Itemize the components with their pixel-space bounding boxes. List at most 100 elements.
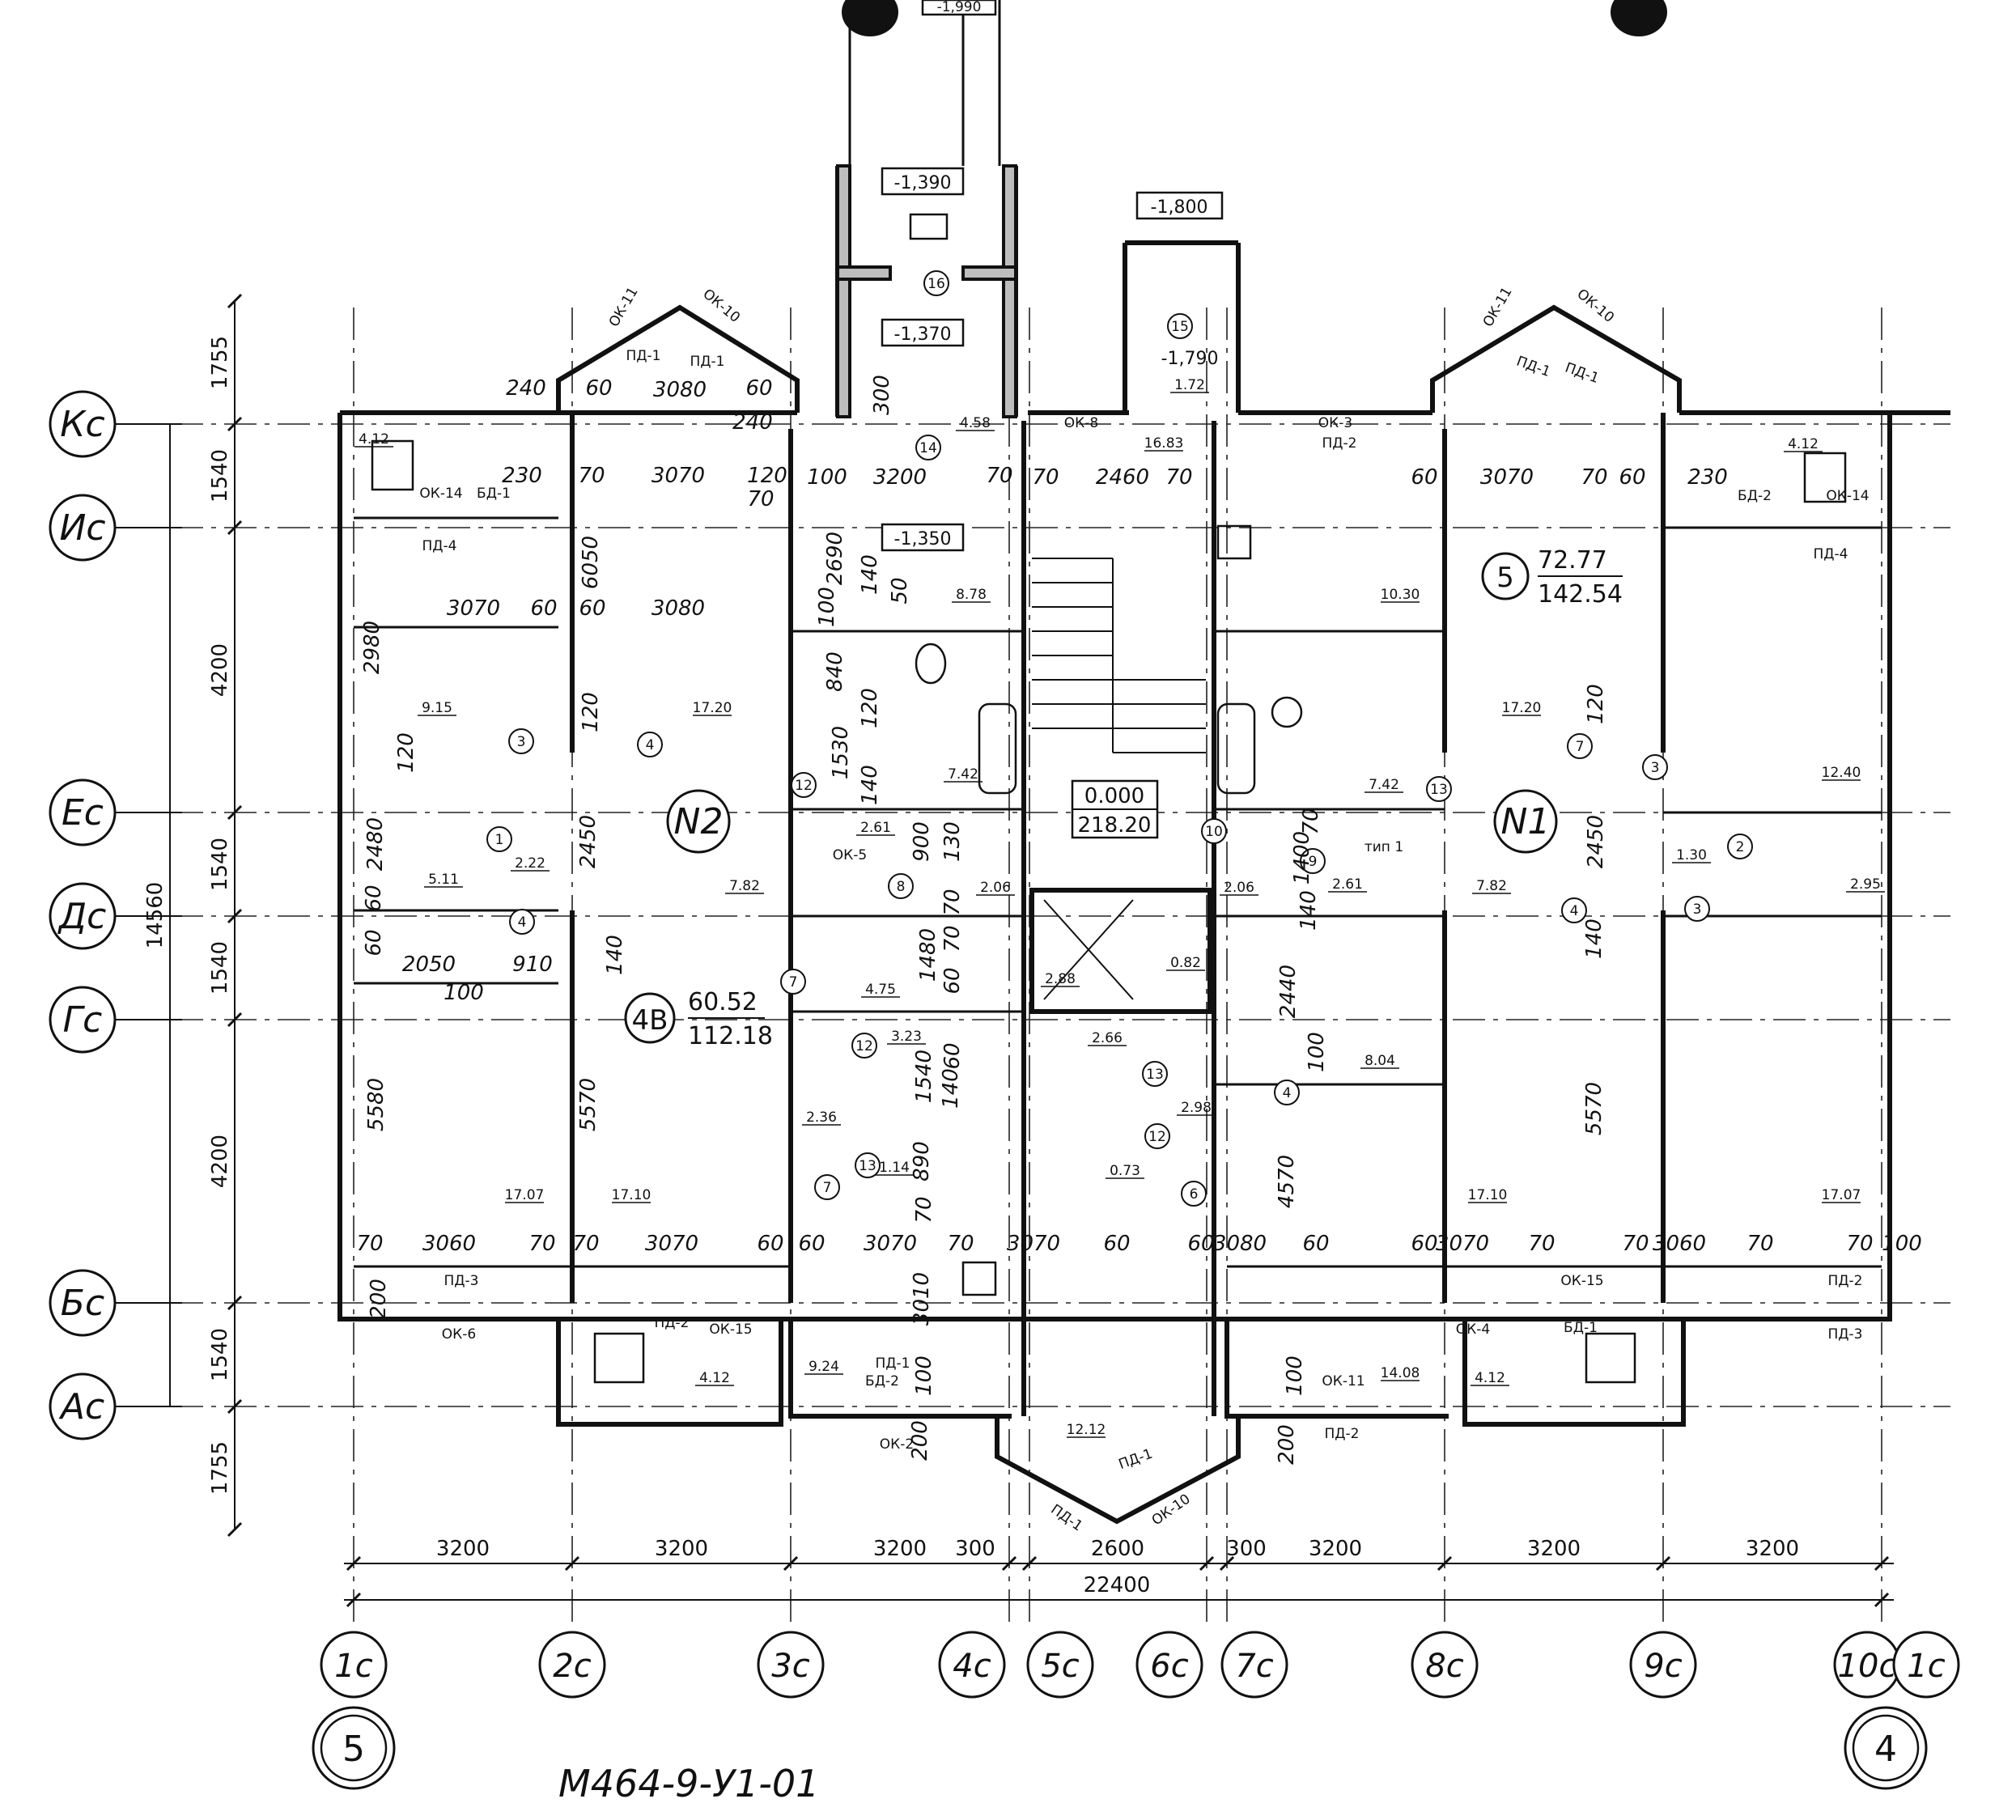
room-marker-circle	[1201, 818, 1227, 844]
interior-dim-value: 60	[362, 929, 386, 956]
interior-dim-value: 1530	[829, 726, 853, 779]
dim-tick	[564, 1555, 580, 1572]
interior-dim-value: 3080	[653, 378, 707, 402]
element-mark-label: ПД-3	[444, 1273, 478, 1289]
interior-dim-value: 2450	[576, 815, 601, 868]
dim-tick	[1199, 1555, 1215, 1572]
room-area-label: 7.42	[1369, 777, 1399, 793]
interior-dim-value: 3070	[864, 1232, 917, 1256]
room-marker-number: 9	[1309, 854, 1318, 870]
stove-left	[961, 1261, 997, 1296]
element-mark-label: ОК-15	[709, 1322, 752, 1338]
room-area-label: 2.36	[806, 1109, 837, 1126]
bay-top-left	[556, 304, 800, 413]
room-marker-circle	[923, 270, 949, 296]
axis-label-v: 3с	[771, 1648, 809, 1685]
element-mark-label: БД-2	[1738, 488, 1772, 504]
left-ticks	[227, 293, 243, 1538]
room-marker-circle	[814, 1174, 840, 1200]
interior-dim-value: 120	[747, 464, 787, 488]
interior-dim-value: 3010	[910, 1272, 934, 1326]
apartment-5-living: 72.77	[1538, 546, 1607, 575]
interior-dim-value: 3070	[447, 596, 500, 621]
interior-dim-value: 240	[732, 410, 773, 435]
room-area-label: 8.78	[956, 587, 987, 603]
room-marker-circle	[486, 826, 512, 852]
room-area-label: 1.30	[1676, 847, 1707, 863]
toilet-left	[915, 643, 947, 685]
bay-bottom	[995, 1416, 1241, 1525]
room-marker-number: 15	[1171, 319, 1189, 335]
room-marker-number: 2	[1736, 839, 1745, 855]
axis-label-v: 7с	[1235, 1648, 1273, 1685]
room-area-label: 10.30	[1381, 587, 1420, 603]
interior-dim-value: 60	[940, 967, 965, 994]
element-mark-label: ОК-10	[1149, 1491, 1194, 1529]
interior-dim-value: 5580	[364, 1078, 388, 1131]
room-marker-circle	[1300, 848, 1326, 874]
bottom-dim-value: 3200	[1309, 1537, 1362, 1561]
room-marker-circle	[1727, 834, 1753, 859]
level-north-exit: -1,800	[1151, 197, 1208, 218]
interior-dim-value: 60	[745, 376, 772, 401]
element-mark-label: ОК-14	[419, 486, 462, 502]
interior-dim-value: 100	[815, 587, 839, 627]
dim-tick	[227, 1012, 243, 1028]
left-dim-value: 1755	[208, 336, 232, 389]
interior-walls-core-left	[791, 630, 1024, 1013]
room-marker-number: 7	[1576, 739, 1585, 755]
left-dim-value: 4200	[208, 1135, 232, 1188]
interior-dim-value: 1400	[1290, 831, 1314, 885]
interior-dim-value: 240	[506, 376, 546, 401]
dim-tick	[227, 520, 243, 536]
interior-dim-value: 140	[858, 554, 882, 595]
interior-dim-value: 70	[986, 464, 1012, 488]
interior-dim-value: 4570	[1275, 1155, 1299, 1208]
room-area-label: 16.83	[1144, 435, 1184, 452]
element-mark-label: ПД-3	[1827, 1326, 1862, 1343]
north-stair-walls	[1123, 240, 1241, 413]
interior-dim-value: 100	[807, 465, 847, 490]
axis-label-h: Кс	[60, 404, 104, 445]
bottom-dim-value: 300	[1226, 1537, 1267, 1561]
element-mark-label: ПД-2	[654, 1315, 689, 1331]
room-area-label: 17.10	[1468, 1187, 1508, 1203]
dim-tick	[227, 1521, 243, 1538]
axis-label-v: 9с	[1644, 1648, 1682, 1685]
room-marker-number: 4	[1570, 903, 1579, 919]
lift-shaft	[1029, 888, 1212, 1014]
interior-walls-core-right	[1214, 630, 1445, 1086]
element-mark-label: ОК-3	[1318, 415, 1352, 431]
vent-box-3	[593, 1332, 645, 1384]
dim-tick	[1021, 1555, 1038, 1572]
room-area-label: 5.11	[428, 872, 459, 888]
interior-dim-value: 70	[1846, 1232, 1873, 1256]
dim-tick	[346, 1555, 362, 1572]
room-marker-number: 12	[855, 1038, 873, 1054]
room-marker-number: 4	[646, 737, 655, 753]
room-area-label: 2.61	[1332, 876, 1363, 893]
interior-dim-value: 2450	[1584, 815, 1608, 868]
interior-dim-value: 3070	[1480, 465, 1534, 490]
room-marker-circle	[1567, 733, 1593, 759]
room-area-label: 0.73	[1110, 1163, 1140, 1179]
lift-cross	[1043, 899, 1134, 1000]
room-marker-number: 8	[897, 879, 906, 895]
room-area-label: 4.75	[865, 982, 896, 998]
interior-dim-value: 890	[910, 1141, 934, 1182]
interior-dim-value: 2980	[360, 621, 384, 674]
interior-dim-value: 60	[1411, 465, 1437, 490]
room-marker-number: 13	[1430, 782, 1448, 798]
bottom-dim-value: 3200	[1527, 1537, 1581, 1561]
section-number-right: 4	[1874, 1729, 1897, 1770]
scan-blob-left	[842, 0, 898, 36]
room-marker-number: 14	[919, 440, 937, 456]
axis-bubble-v	[1026, 1631, 1094, 1699]
interior-dim-value: 70	[1528, 1232, 1555, 1256]
interior-dim-value: 200	[908, 1420, 932, 1461]
level-marks: -1,990 -1,390 -1,370 -1,350 -1,800 -1,79…	[881, 0, 1224, 839]
room-marker-circle	[1561, 897, 1587, 923]
